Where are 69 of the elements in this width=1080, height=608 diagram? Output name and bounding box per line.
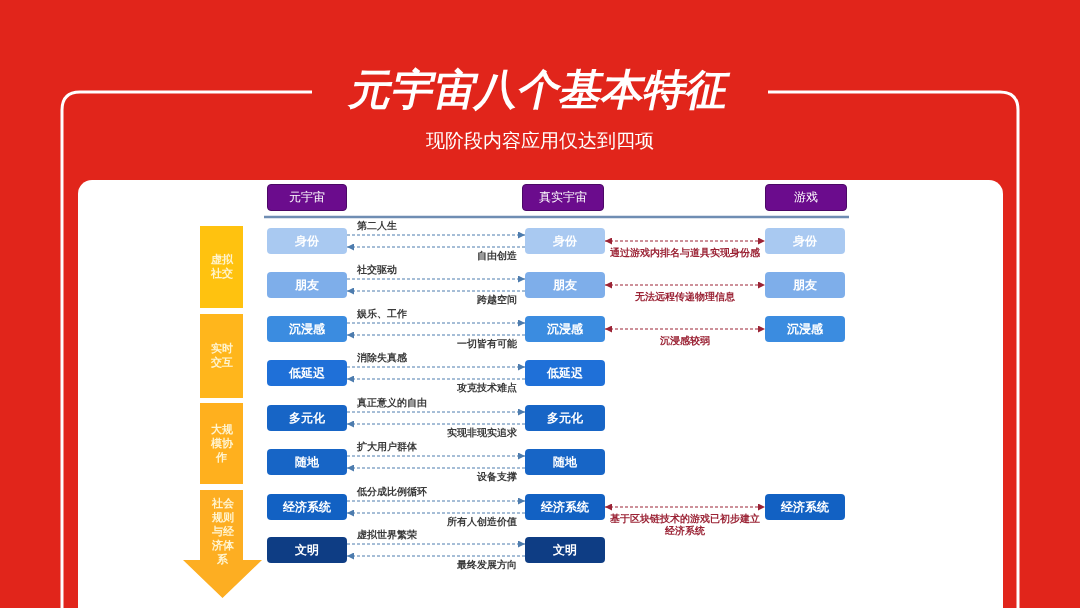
edge-label: 基于区块链技术的游戏已初步建立经济系统	[610, 513, 760, 537]
edge-label: 虚拟世界繁荣	[357, 529, 417, 541]
arrow	[604, 325, 766, 333]
feature-box: 朋友	[525, 272, 605, 298]
feature-box: 身份	[765, 228, 845, 254]
edge-label: 实现非现实追求	[447, 427, 517, 439]
edge-label: 攻克技术难点	[457, 382, 517, 394]
arrow	[346, 231, 526, 239]
arrow	[346, 408, 526, 416]
edge-label: 真正意义的自由	[357, 397, 427, 409]
category-arrow: 社会规则与经济体系	[183, 490, 262, 598]
edge-label: 第二人生	[357, 220, 397, 232]
arrow	[346, 243, 526, 251]
arrow	[346, 331, 526, 339]
feature-box: 沉浸感	[765, 316, 845, 342]
arrow	[346, 552, 526, 560]
edge-label: 沉浸感较弱	[660, 335, 710, 347]
edge-label: 娱乐、工作	[357, 308, 407, 320]
column-header: 真实宇宙	[522, 184, 604, 211]
category-band: 虚拟社交	[200, 226, 243, 308]
arrow	[346, 452, 526, 460]
feature-box: 身份	[525, 228, 605, 254]
arrow	[604, 281, 766, 289]
feature-box: 经济系统	[267, 494, 347, 520]
arrow	[346, 540, 526, 548]
feature-box: 沉浸感	[525, 316, 605, 342]
edge-label: 扩大用户群体	[357, 441, 417, 453]
arrow	[346, 497, 526, 505]
feature-box: 沉浸感	[267, 316, 347, 342]
edge-label: 通过游戏内排名与道具实现身份感	[610, 247, 760, 259]
arrow	[604, 503, 766, 511]
edge-label: 跨越空间	[477, 294, 517, 306]
feature-box: 随地	[525, 449, 605, 475]
edge-label: 社交驱动	[357, 264, 397, 276]
arrow	[346, 375, 526, 383]
arrow	[346, 464, 526, 472]
edge-label: 最终发展方向	[457, 559, 517, 571]
feature-box: 身份	[267, 228, 347, 254]
feature-box: 文明	[525, 537, 605, 563]
title: 元宇宙八个基本特征	[345, 64, 735, 116]
arrow	[346, 287, 526, 295]
arrow	[346, 509, 526, 517]
feature-box: 低延迟	[525, 360, 605, 386]
edge-label: 低分成比例循环	[357, 486, 427, 498]
edge-label: 消除失真感	[357, 352, 407, 364]
arrow	[346, 319, 526, 327]
feature-box: 经济系统	[765, 494, 845, 520]
category-band: 实时交互	[200, 314, 243, 398]
feature-box: 多元化	[525, 405, 605, 431]
feature-box: 文明	[267, 537, 347, 563]
feature-box: 经济系统	[525, 494, 605, 520]
arrow	[346, 275, 526, 283]
feature-box: 朋友	[765, 272, 845, 298]
edge-label: 设备支撑	[477, 471, 517, 483]
feature-box: 低延迟	[267, 360, 347, 386]
edge-label: 自由创造	[477, 250, 517, 262]
column-header: 游戏	[765, 184, 847, 211]
edge-label: 所有人创造价值	[447, 516, 517, 528]
feature-box: 多元化	[267, 405, 347, 431]
column-header: 元宇宙	[267, 184, 347, 211]
edge-label: 一切皆有可能	[457, 338, 517, 350]
arrow	[604, 237, 766, 245]
category-band: 大规模协作	[200, 403, 243, 484]
feature-box: 随地	[267, 449, 347, 475]
subtitle: 现阶段内容应用仅达到四项	[426, 128, 654, 153]
arrow	[346, 363, 526, 371]
feature-box: 朋友	[267, 272, 347, 298]
edge-label: 无法远程传递物理信息	[635, 291, 735, 303]
arrow	[346, 420, 526, 428]
